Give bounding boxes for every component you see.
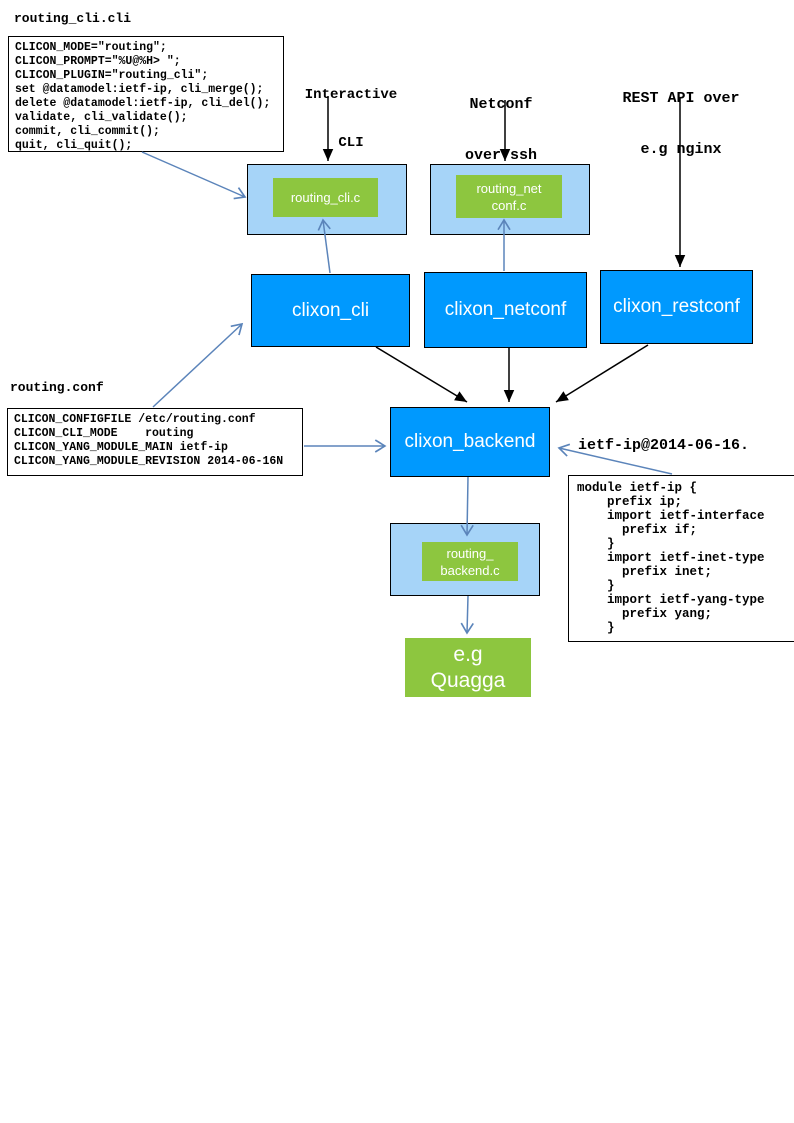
- node-label: routing_net: [476, 180, 542, 196]
- node-label: Quagga: [430, 668, 506, 692]
- label-line: e.g nginx: [640, 141, 722, 158]
- container-routing-backend-c: routing_ backend.c: [390, 523, 540, 596]
- node-label: clixon_restconf: [613, 296, 740, 317]
- code-line: import ietf-yang-type: [577, 593, 765, 607]
- code-line: commit, cli_commit();: [15, 125, 160, 138]
- node-routing-backend-c: routing_ backend.c: [422, 542, 518, 581]
- node-label: conf.c: [491, 197, 527, 213]
- code-line: CLICON_MODE="routing";: [15, 41, 167, 54]
- code-line: prefix if;: [577, 523, 698, 537]
- code-line: }: [577, 537, 615, 551]
- file-title-routing-conf: routing.conf: [10, 380, 104, 395]
- node-clixon-cli: clixon_cli: [251, 274, 410, 347]
- code-line: CLICON_YANG_MODULE_REVISION 2014-06-16N: [14, 455, 284, 468]
- code-line: set @datamodel:ietf-ip, cli_merge();: [15, 83, 264, 96]
- file-title-routing-cli-cli: routing_cli.cli: [14, 11, 132, 26]
- node-clixon-backend: clixon_backend: [390, 407, 550, 477]
- container-routing-netconf-c: routing_net conf.c: [430, 164, 590, 235]
- arrow-clifile-to-routing-cli-box: [141, 151, 245, 197]
- label-line: Netconf: [469, 96, 533, 113]
- label-line: over ssh: [464, 147, 537, 164]
- code-line: prefix yang;: [577, 607, 713, 621]
- label-rest-api: REST API over e.g nginx: [606, 56, 756, 175]
- node-routing-netconf-c: routing_net conf.c: [456, 175, 562, 218]
- code-line: CLICON_PROMPT="%U@%H> ";: [15, 55, 181, 68]
- file-title-ietf-ip-yang: ietf-ip@2014-06-16.: [578, 437, 750, 454]
- label-line: CLI: [338, 135, 364, 151]
- arrow-restconf-to-backend: [555, 344, 649, 403]
- code-line: validate, cli_validate();: [15, 111, 188, 124]
- label-line: Interactive: [304, 87, 398, 103]
- node-label: backend.c: [440, 562, 500, 578]
- arrow-backendbox-to-quagga: [467, 595, 468, 633]
- arrow-conf-to-clixoncli: [152, 324, 242, 408]
- label-interactive-cli: Interactive CLI: [296, 55, 406, 167]
- label-netconf-over-ssh: Netconf over ssh: [446, 62, 556, 181]
- code-line: CLICON_YANG_MODULE_MAIN ietf-ip: [14, 441, 228, 454]
- code-box-routing-cli-cli: CLICON_MODE="routing"; CLICON_PROMPT="%U…: [8, 36, 284, 152]
- node-label: clixon_netconf: [444, 299, 567, 320]
- code-line: }: [577, 579, 615, 593]
- code-line: quit, cli_quit();: [15, 139, 133, 152]
- code-line: }: [577, 621, 615, 635]
- node-label: clixon_backend: [404, 431, 536, 452]
- node-label: routing_: [446, 545, 494, 561]
- arrow-cli-to-backend: [375, 346, 468, 403]
- code-line: CLICON_PLUGIN="routing_cli";: [15, 69, 209, 82]
- code-line: CLICON_CLI_MODE routing: [14, 427, 194, 440]
- node-routing-cli-c: routing_cli.c: [273, 178, 378, 217]
- container-routing-cli-c: routing_cli.c: [247, 164, 407, 235]
- node-clixon-restconf: clixon_restconf: [600, 270, 753, 344]
- node-quagga: e.g Quagga: [405, 638, 531, 697]
- node-label: e.g: [453, 642, 483, 666]
- code-box-routing-conf: CLICON_CONFIGFILE /etc/routing.conf CLIC…: [7, 408, 303, 476]
- code-line: prefix ip;: [577, 495, 683, 509]
- code-line: prefix inet;: [577, 565, 713, 579]
- code-line: import ietf-interface: [577, 509, 765, 523]
- code-line: delete @datamodel:ietf-ip, cli_del();: [15, 97, 271, 110]
- node-label: clixon_cli: [291, 299, 370, 321]
- code-box-yang-module: module ietf-ip { prefix ip; import ietf-…: [568, 475, 794, 642]
- node-label: routing_cli.c: [290, 190, 361, 205]
- label-line: REST API over: [622, 90, 740, 107]
- code-line: import ietf-inet-type: [577, 551, 765, 565]
- code-line: CLICON_CONFIGFILE /etc/routing.conf: [14, 413, 256, 426]
- code-line: module ietf-ip {: [577, 481, 698, 495]
- node-clixon-netconf: clixon_netconf: [424, 272, 587, 348]
